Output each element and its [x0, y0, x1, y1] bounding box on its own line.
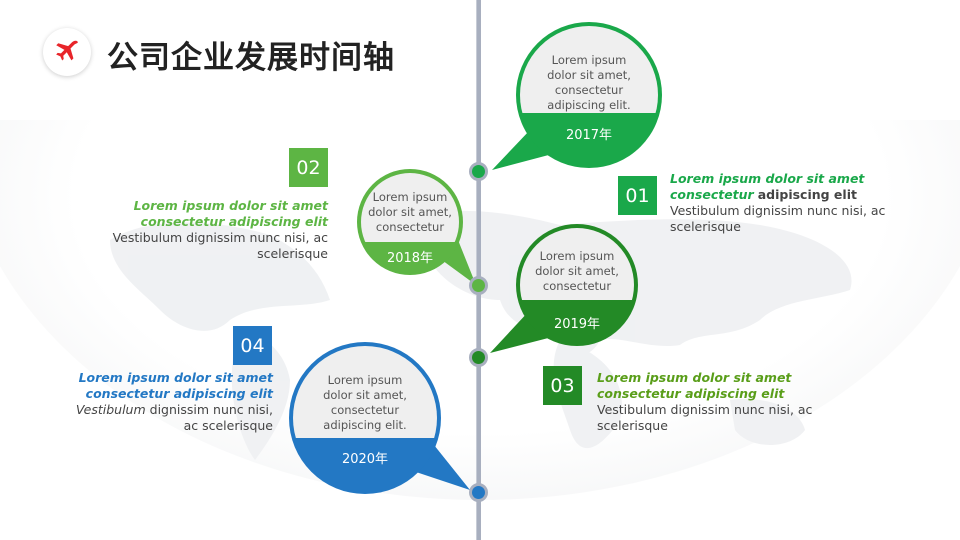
timeline-axis [476, 0, 481, 540]
description-02-body: Vestibulum dignissim nunc nisi, ac scele… [112, 230, 328, 261]
description-01-bold: adipiscing elit [757, 187, 857, 202]
bubble-2018 [357, 169, 476, 285]
description-04-italic: Vestibulum [75, 402, 146, 417]
description-02: Lorem ipsum dolor sit amet consectetur a… [100, 198, 328, 262]
number-badge-01: 01 [618, 176, 657, 215]
description-01: Lorem ipsum dolor sit amet consectetur a… [670, 171, 930, 235]
description-04: Lorem ipsum dolor sit amet consectetur a… [70, 370, 273, 434]
description-04-highlight: Lorem ipsum dolor sit amet consectetur a… [78, 370, 273, 401]
number-badge-02: 02 [289, 148, 328, 187]
bubble-2019-text: Lorem ipsum dolor sit amet, consectetur [535, 249, 619, 293]
title-badge [43, 28, 91, 76]
description-03-highlight: Lorem ipsum dolor sit amet consectetur a… [597, 370, 792, 401]
bubble-2017-year: 2017年 [565, 128, 613, 143]
number-badge-03: 03 [543, 366, 582, 405]
timeline-dot-2020[interactable] [469, 483, 488, 502]
page-title: 公司企业发展时间轴 [107, 40, 395, 76]
timeline-dot-2018[interactable] [469, 276, 488, 295]
bubble-2020-year: 2020年 [341, 452, 389, 467]
bubble-2018-text: Lorem ipsum dolor sit amet, consectetur [368, 190, 452, 234]
timeline-dot-2017[interactable] [469, 162, 488, 181]
description-01-body: Vestibulum dignissim nunc nisi, ac scele… [670, 203, 886, 234]
bubble-2017-text: Lorem ipsum dolor sit amet, consectetur … [547, 53, 631, 112]
bubble-2019 [490, 224, 638, 353]
bubble-2018-year: 2018年 [386, 251, 434, 266]
description-03-body: Vestibulum dignissim nunc nisi, ac scele… [597, 402, 813, 433]
description-04-body: dignissim nunc nisi, ac scelerisque [149, 402, 273, 433]
bubble-2020 [289, 342, 470, 494]
number-badge-04: 04 [233, 326, 272, 365]
description-03: Lorem ipsum dolor sit amet consectetur a… [597, 370, 822, 434]
description-01-highlight: Lorem ipsum dolor sit amet consectetur [670, 171, 865, 202]
bubble-2020-text: Lorem ipsum dolor sit amet, consectetur … [323, 373, 407, 432]
description-02-highlight: Lorem ipsum dolor sit amet consectetur a… [133, 198, 328, 229]
airplane-icon [56, 40, 78, 61]
timeline-dot-2019[interactable] [469, 348, 488, 367]
bubble-2017 [492, 22, 662, 170]
bubble-2019-year: 2019年 [553, 317, 601, 332]
